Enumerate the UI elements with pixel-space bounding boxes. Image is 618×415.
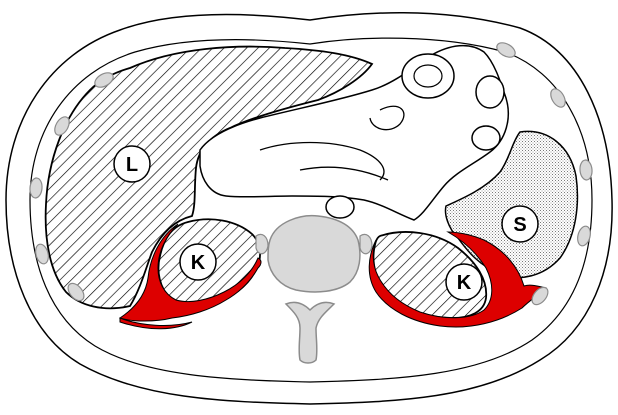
bowel-loop-2 — [476, 76, 504, 108]
transverse-process-right — [256, 234, 268, 253]
bowel-loop-3 — [472, 126, 500, 150]
liver-label: L — [126, 154, 138, 176]
kidney-right-label: K — [191, 252, 206, 274]
aorta — [326, 196, 354, 218]
transverse-process-left — [360, 234, 372, 253]
vertebral-body — [268, 216, 360, 292]
kidney-left-label: K — [457, 272, 472, 294]
bowel-loop-1-inner — [414, 65, 442, 87]
spleen-label: S — [513, 214, 526, 236]
